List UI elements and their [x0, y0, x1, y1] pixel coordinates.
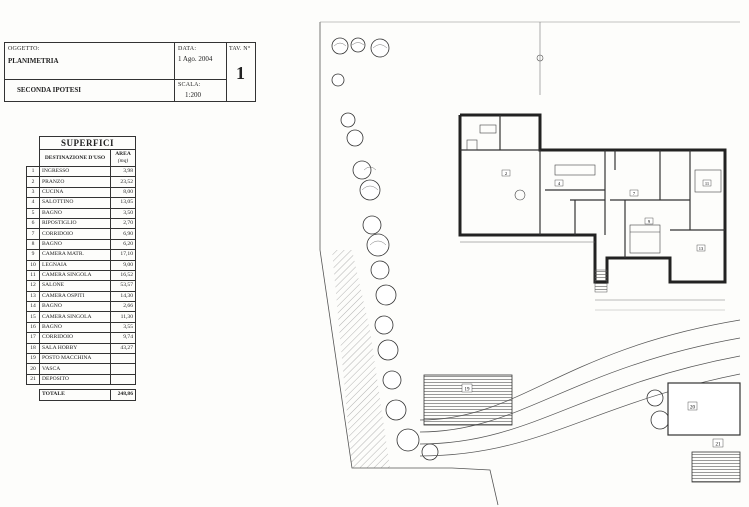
room-2-label: 2: [505, 171, 507, 176]
deposito: [691, 451, 741, 483]
label-posto-macchina: 19: [465, 388, 471, 393]
room-9-label: 9: [648, 219, 651, 224]
vasca: [667, 382, 741, 436]
col-area-label: AREA: [115, 151, 131, 157]
room-13-label: 13: [699, 246, 704, 251]
scala-value: 1:200: [185, 91, 201, 99]
tav-cell: TAV. N° 1: [227, 43, 255, 101]
subtitle-cell: SECONDA IPOTESI: [5, 80, 175, 102]
oggetto-cell: OGGETTO: PLANIMETRIA: [5, 43, 175, 80]
room-11-label: 11: [705, 181, 709, 186]
title-block: OGGETTO: PLANIMETRIA SECONDA IPOTESI DAT…: [4, 42, 256, 102]
house-interior: [460, 115, 725, 258]
data-value: 1 Ago. 2004: [178, 55, 213, 63]
site-boundary: [319, 22, 499, 506]
subtitle: SECONDA IPOTESI: [17, 86, 81, 94]
slope-hatch: [332, 250, 390, 468]
scala-cell: SCALA: 1:200: [175, 80, 227, 102]
scala-label: SCALA:: [178, 82, 201, 88]
tav-label: TAV. N°: [229, 46, 251, 52]
room-tags: [501, 169, 712, 252]
tree-row: [331, 37, 670, 461]
entrance-steps: [594, 269, 608, 293]
row-area: [110, 373, 136, 386]
data-label: DATA:: [178, 46, 197, 52]
room-4-label: 4: [558, 181, 561, 186]
oggetto-value: PLANIMETRIA: [8, 57, 59, 65]
posto-macchina: [423, 374, 513, 426]
data-cell: DATA: 1 Ago. 2004: [175, 43, 227, 80]
oggetto-label: OGGETTO:: [8, 46, 40, 52]
label-deposito: 21: [716, 443, 722, 448]
room-7-label: 7: [633, 191, 636, 196]
totale-value: 248,86: [110, 389, 136, 401]
tav-value: 1: [236, 63, 245, 83]
col-area-unit: (mq): [117, 158, 129, 164]
label-vasca: 20: [690, 406, 696, 411]
